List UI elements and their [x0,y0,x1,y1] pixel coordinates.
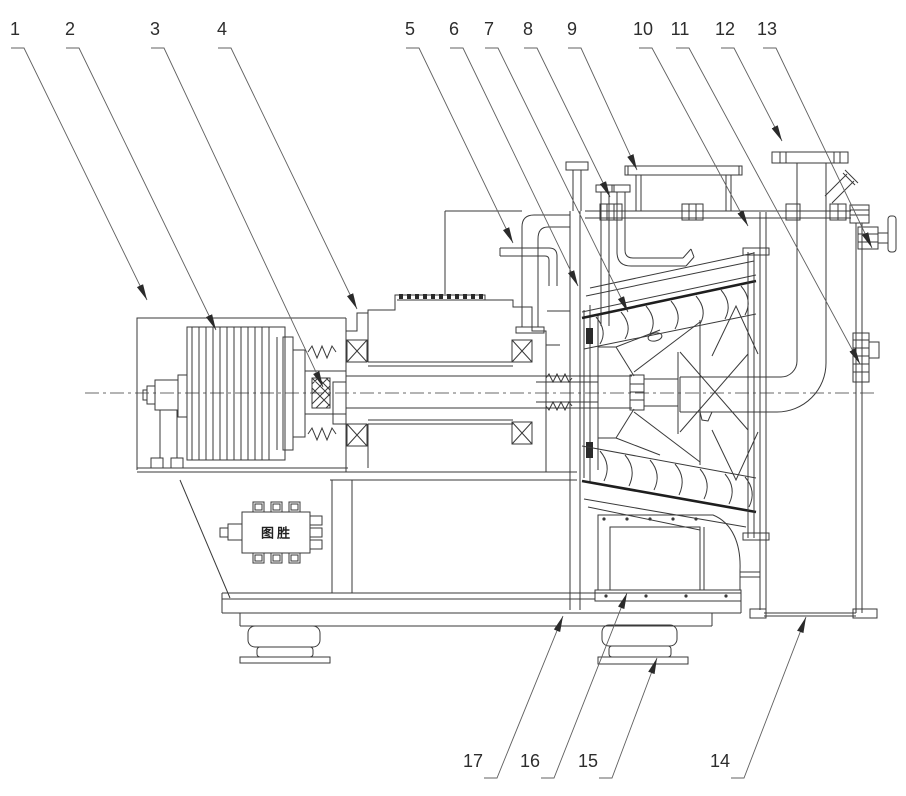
callout-number-3: 3 [150,19,160,39]
front-bracket [515,214,570,334]
cooling-fins-strip [397,294,485,301]
base-frame [179,479,742,665]
callout-number-5: 5 [405,19,415,39]
callout-leader-17 [484,615,564,779]
terminal-studs [219,501,323,564]
lube-pipe [444,210,558,294]
callout-leader-15 [599,657,658,779]
vent-stub [824,169,859,204]
callout-number-4: 4 [217,19,227,39]
callout-leader-12 [721,47,783,142]
motor-fins [177,326,286,461]
rail-bolts [599,203,847,221]
callout-number-17: 17 [463,751,483,771]
bearing-bowl-side [511,339,533,445]
callout-number-11: 11 [671,19,690,39]
callout-leader-10 [639,47,749,227]
vibration-damper-right [597,624,689,665]
callout-leader-6 [450,47,579,287]
handwheel-valve [857,215,897,253]
callout-leader-11 [676,47,861,365]
spring-mounts [307,344,337,442]
junction-box-label: 图胜 [261,525,293,540]
callout-leader-9 [568,47,638,171]
bowl-casing [565,161,851,619]
callout-leader-16 [541,592,628,779]
callout-number-1: 1 [10,19,20,39]
callout-leader-8 [524,47,611,198]
callout-leader-14 [731,616,807,779]
bowl-hub [598,320,701,465]
motor-shaft-stub [142,379,184,469]
callout-number-7: 7 [484,19,494,39]
outer-box [764,204,897,619]
bearing-motor-side [346,339,368,447]
motor-frame [136,317,577,481]
callout-number-16: 16 [520,751,540,771]
callout-leader-4 [218,47,358,310]
vibration-damper-left [239,625,331,664]
callout-number-2: 2 [65,19,75,39]
screw-vanes-bottom [599,450,753,508]
bowl-struts [679,304,759,482]
callout-number-10: 10 [633,19,653,39]
callout-leader-3 [151,47,324,388]
callout-leader-2 [66,47,217,331]
access-panel [594,514,760,602]
callout-number-15: 15 [578,751,598,771]
callout-leader-1 [11,47,148,301]
motor-assembly [136,317,577,481]
junction-box: 图胜 [219,501,323,564]
skimmer-pipe [611,184,695,267]
screw-bowl [581,247,770,541]
shaft-coupling [282,336,347,451]
bowl-flange-stack [583,305,599,483]
callout-number-9: 9 [567,19,577,39]
callout-number-13: 13 [757,19,777,39]
bowl-rim [742,247,770,541]
callout-number-6: 6 [449,19,459,39]
callout-number-14: 14 [710,751,730,771]
callout-number-8: 8 [523,19,533,39]
main-shaft [346,372,632,412]
callout-number-12: 12 [715,19,735,39]
callout-leader-5 [406,47,514,244]
level-post [595,184,615,326]
casing-stub-flange [565,161,589,211]
feed-pipe [679,151,859,422]
screw-vanes-top [595,285,749,345]
callout-leader-7 [485,47,629,313]
callout-leader-13 [763,47,873,249]
